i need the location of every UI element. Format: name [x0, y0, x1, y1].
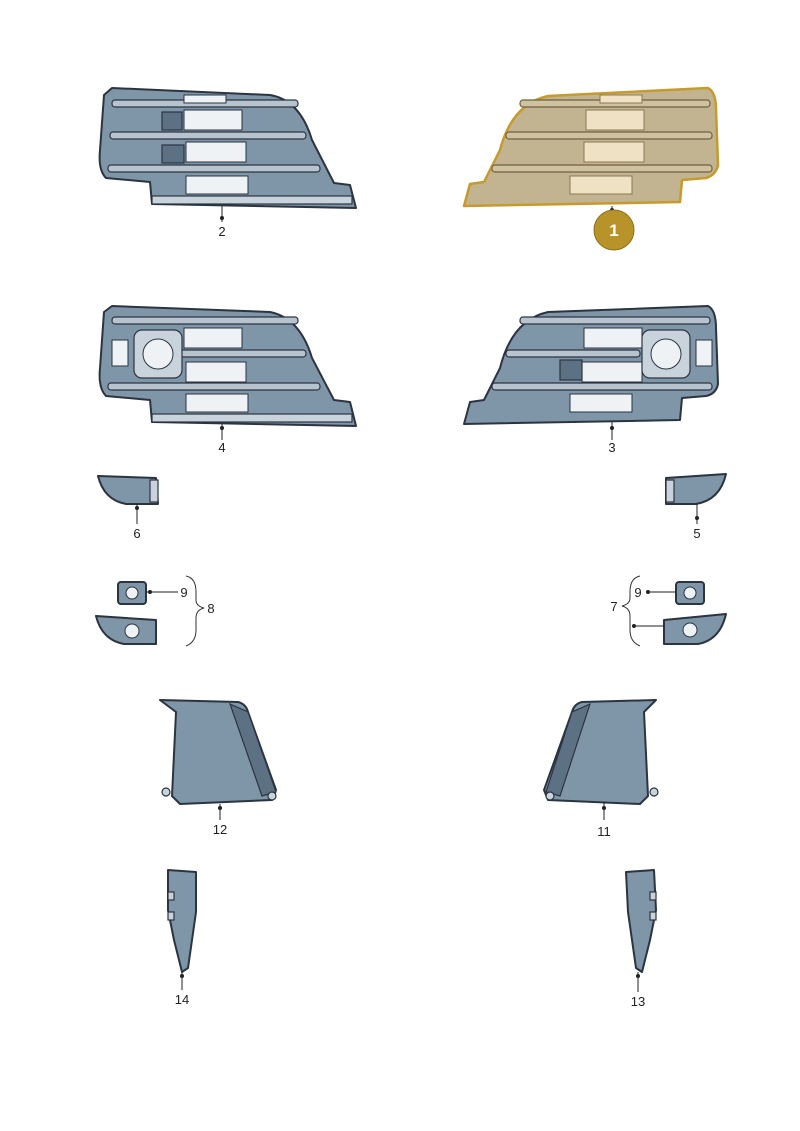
label-part-3: 3 — [608, 440, 615, 455]
part-13-strip-right[interactable] — [625, 869, 657, 973]
part-9-bracket-left[interactable] — [117, 581, 147, 605]
label-part-13: 13 — [631, 994, 645, 1009]
label-part-9-right: 9 — [634, 585, 641, 600]
label-part-4: 4 — [218, 440, 225, 455]
part-3-grille-right-fog[interactable] — [463, 305, 719, 425]
part-9-bracket-right[interactable] — [675, 581, 705, 605]
label-part-11: 11 — [597, 824, 611, 839]
label-part-7: 7 — [610, 599, 617, 614]
part-2-grille-left[interactable] — [98, 87, 357, 209]
part-4-grille-left-fog[interactable] — [98, 305, 357, 427]
label-part-14: 14 — [175, 992, 189, 1007]
label-part-8: 8 — [207, 601, 214, 616]
brace-part-8 — [185, 575, 205, 647]
part-11-air-guide-right[interactable] — [543, 699, 659, 805]
part-1-grille-right-highlighted[interactable] — [462, 86, 720, 208]
label-part-1: 1 — [609, 221, 618, 240]
label-part-5: 5 — [693, 526, 700, 541]
part-8-fog-cover-left[interactable] — [95, 615, 157, 645]
label-part-9-left: 9 — [180, 585, 187, 600]
label-part-6: 6 — [133, 526, 140, 541]
label-part-2: 2 — [218, 224, 225, 239]
badge-part-1[interactable]: 1 — [593, 209, 635, 251]
part-14-strip-left[interactable] — [167, 869, 197, 973]
part-6-cover-left[interactable] — [97, 475, 159, 505]
part-5-cover-right[interactable] — [665, 473, 727, 505]
brace-part-7 — [621, 575, 641, 647]
label-part-12: 12 — [213, 822, 227, 837]
part-7-fog-cover-right[interactable] — [663, 613, 727, 645]
part-12-air-guide-left[interactable] — [159, 699, 277, 805]
